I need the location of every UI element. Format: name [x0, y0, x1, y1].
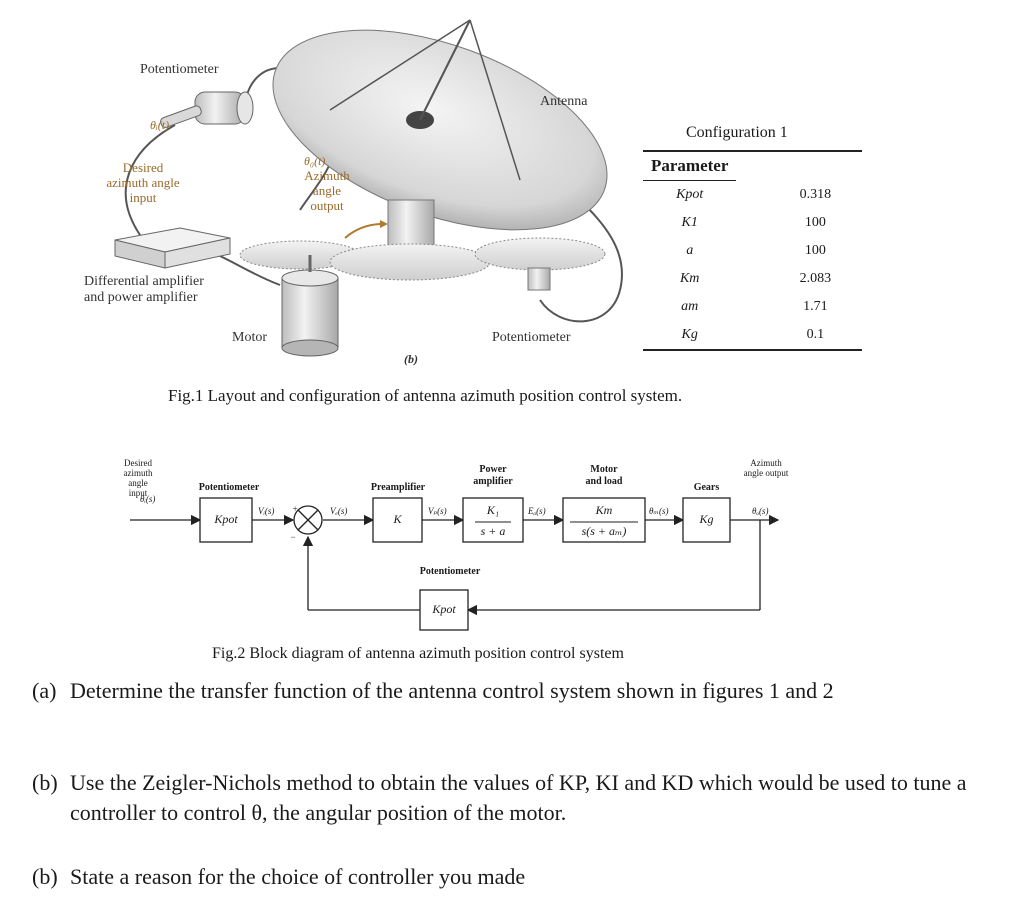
kpot-block	[199, 497, 253, 543]
antenna-dish	[272, 19, 608, 256]
bd-preamp-label: Preamplifier	[370, 482, 426, 493]
bd-theta-m: θₘ(s)	[649, 506, 669, 516]
config-table: Parameter Kpot 0.318 K1 100 a 100 Km 2.083 a…	[643, 150, 863, 351]
input-potentiometer	[160, 91, 254, 128]
block-motor-num: Km	[595, 503, 613, 517]
right-gear	[474, 237, 606, 291]
theta-o-label: θ₀(t)	[304, 154, 326, 168]
desired-input-label: Desired azimuth angle input	[106, 160, 180, 205]
param-cell: am	[681, 299, 699, 314]
theta-i-label: θᵢ(t)	[150, 118, 170, 132]
value-cell: 2.083	[799, 271, 832, 286]
summing-junction	[293, 505, 323, 535]
fig2-caption: Fig.2 Block diagram of antenna azimuth p…	[212, 645, 624, 662]
motor-block	[562, 497, 646, 543]
bd-theta-i: θᵢ(s)	[140, 494, 156, 504]
param-header: Parameter	[643, 150, 737, 181]
question-tag: (a)	[32, 678, 57, 703]
param-cell: Kpot	[676, 187, 704, 202]
amplifier-box	[114, 227, 231, 269]
bd-motor-load-label: Motor and load	[585, 464, 623, 487]
feedback-block	[419, 589, 469, 631]
block-kpot: Kpot	[214, 512, 238, 526]
param-cell: Km	[679, 271, 700, 286]
power-amp-block	[462, 497, 524, 543]
bd-desired-input-label: Desired azimuth angle input	[123, 458, 153, 498]
block-power-num: K₁	[486, 503, 500, 517]
block-power-den: s + a	[480, 524, 506, 538]
value-cell: 100	[804, 215, 826, 230]
bd-plus: +	[292, 504, 299, 514]
bd-vp: Vₚ(s)	[428, 506, 447, 516]
bd-vi: Vᵢ(s)	[258, 506, 275, 516]
value-cell: 0.1	[736, 321, 863, 351]
question-a: (a) Determine the transfer function of t…	[32, 676, 992, 706]
antenna-label: Antenna	[540, 94, 588, 109]
value-cell: 100	[804, 243, 826, 258]
table-row: Km 2.083	[643, 265, 862, 293]
bd-minus: −	[290, 532, 297, 542]
value-cell: 1.71	[803, 299, 828, 314]
question-text: Use the Zeigler-Nichols method to obtain…	[70, 770, 967, 825]
center-gear	[329, 243, 491, 281]
block-gears: Kg	[699, 512, 714, 526]
potentiometer-bottom-label: Potentiometer	[492, 330, 571, 345]
bd-azimuth-output-label: Azimuth angle output	[743, 458, 789, 478]
config-title: Configuration 1	[686, 124, 788, 141]
bd-potentiometer-label: Potentiometer	[198, 482, 260, 493]
table-row: Kpot 0.318	[643, 181, 862, 210]
param-cell: a	[686, 243, 694, 258]
question-text: State a reason for the choice of control…	[70, 864, 526, 889]
table-row: a 100	[643, 237, 862, 265]
rotation-arrow	[344, 223, 381, 239]
motor	[281, 255, 339, 357]
block-motor-den: s(s + aₘ)	[581, 524, 627, 538]
question-b: (b) Use the Zeigler-Nichols method to ob…	[32, 768, 992, 828]
question-tag: (b)	[32, 864, 58, 889]
table-row: am 1.71	[643, 293, 862, 321]
fig1-illustration	[114, 19, 623, 357]
bd-theta-o: θₒ(s)	[752, 506, 769, 516]
question-c: (b) State a reason for the choice of con…	[32, 862, 992, 892]
diff-amp-label: Differential amplifier and power amplifi…	[84, 274, 204, 305]
cable-input	[124, 124, 176, 236]
fig1-caption: Fig.1 Layout and configuration of antenn…	[168, 386, 683, 405]
motor-label: Motor	[232, 330, 267, 345]
potentiometer-top-label: Potentiometer	[140, 62, 219, 77]
fig2-block-diagram	[130, 497, 780, 631]
bd-ve: Vₑ(s)	[330, 506, 348, 516]
param-cell: Kg	[643, 321, 737, 351]
table-row: K1 100	[643, 209, 862, 237]
bd-ea: Eₐ(s)	[528, 506, 546, 516]
param-cell: K1	[681, 215, 698, 230]
bd-gears-label: Gears	[693, 482, 720, 493]
bd-feedback-label: Potentiometer	[419, 566, 481, 577]
azimuth-output-label: Azimuth angle output	[304, 168, 350, 213]
cable-bottom	[539, 199, 623, 323]
preamp-block	[372, 497, 423, 543]
gears-block	[682, 497, 731, 543]
value-cell: 0.318	[799, 186, 832, 202]
question-tag: (b)	[32, 770, 58, 795]
block-feedback: Kpot	[432, 602, 456, 616]
panel-tag: (b)	[404, 352, 418, 366]
question-text: Determine the transfer function of the a…	[70, 678, 834, 703]
block-k: K	[393, 512, 402, 526]
bd-power-amp-label: Power amplifier	[473, 464, 513, 487]
